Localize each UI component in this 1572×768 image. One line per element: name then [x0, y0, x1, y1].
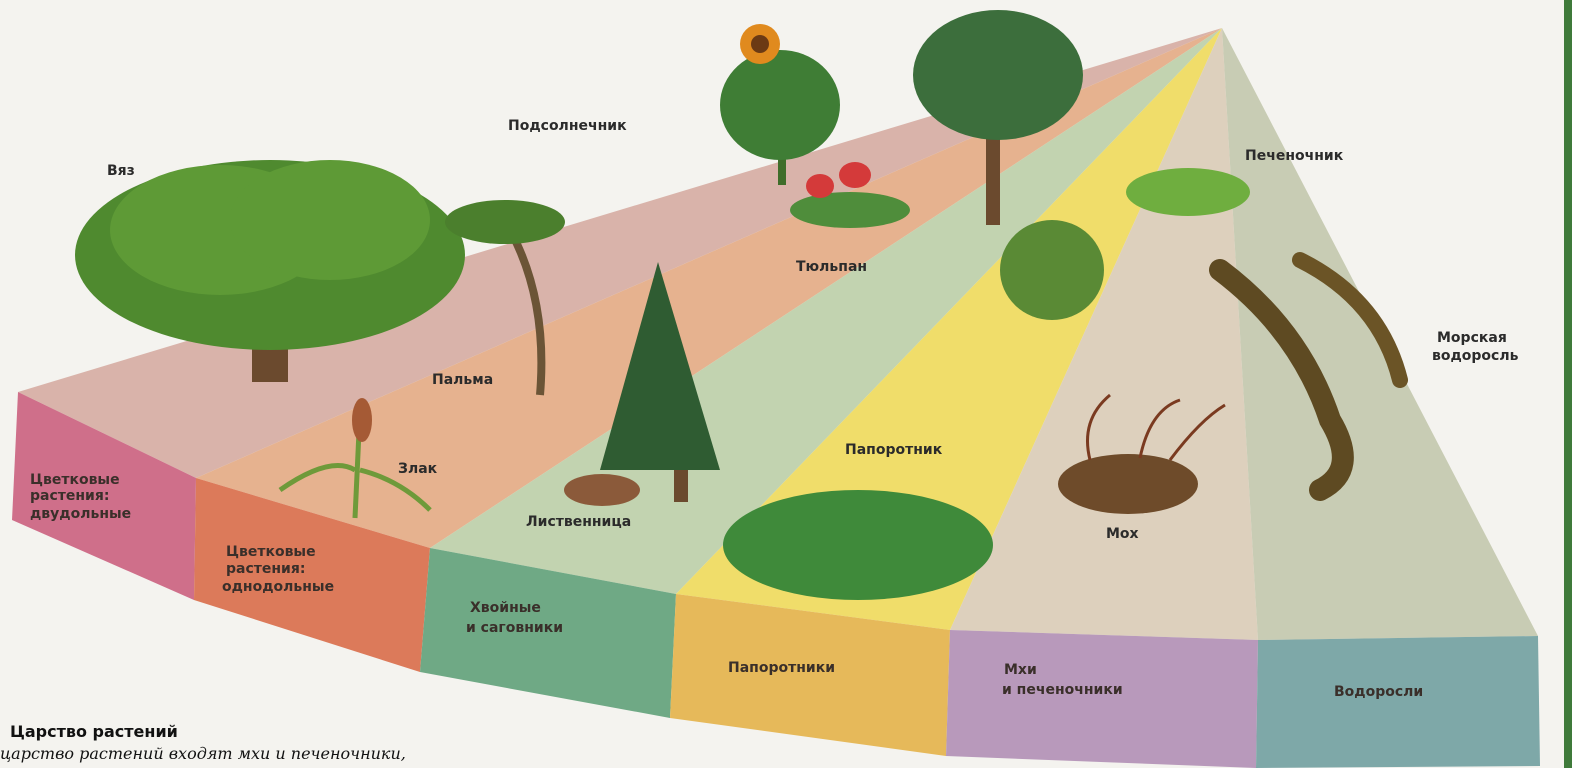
group-dicots-line1: Цветковые	[30, 472, 120, 488]
label-moss: Мох	[1106, 526, 1139, 542]
group-mosses-line1: Мхи	[1004, 662, 1037, 678]
group-dicots-line2: растения:	[30, 488, 109, 504]
label-seaweed-line1: Морская	[1437, 330, 1507, 346]
segment-mosses-side	[946, 630, 1258, 768]
group-label-ferns: Папоротники	[728, 660, 835, 676]
caption-title: Царство растений	[10, 722, 178, 741]
label-sunflower: Подсолнечник	[508, 118, 627, 134]
segment-algae-side	[1256, 636, 1540, 768]
group-mosses-line2: и печеночники	[1002, 682, 1123, 698]
liverwort-illustration	[1126, 168, 1250, 216]
label-cereal: Злак	[398, 461, 438, 477]
label-liverwort: Печеночник	[1245, 148, 1344, 164]
label-seaweed-line2: водоросль	[1432, 348, 1519, 364]
label-palm: Пальма	[432, 372, 493, 388]
group-monocots-line2: растения:	[226, 561, 305, 577]
label-elm: Вяз	[107, 163, 135, 179]
right-edge-stripe	[1564, 0, 1572, 768]
label-larch: Лиственница	[526, 514, 631, 530]
group-dicots-line3: двудольные	[30, 506, 131, 522]
label-tulip: Тюльпан	[796, 259, 867, 275]
label-fern: Папоротник	[845, 442, 943, 458]
group-conifers-line1: Хвойные	[470, 600, 541, 616]
caption-text: царство растений входят мхи и печеночник…	[0, 744, 406, 763]
group-monocots-line1: Цветковые	[226, 544, 316, 560]
group-monocots-line3: однодольные	[222, 579, 334, 595]
group-label-algae: Водоросли	[1334, 684, 1423, 700]
group-algae-line1: Водоросли	[1334, 684, 1423, 700]
group-ferns-line1: Папоротники	[728, 660, 835, 676]
group-conifers-line2: и саговники	[466, 620, 563, 636]
